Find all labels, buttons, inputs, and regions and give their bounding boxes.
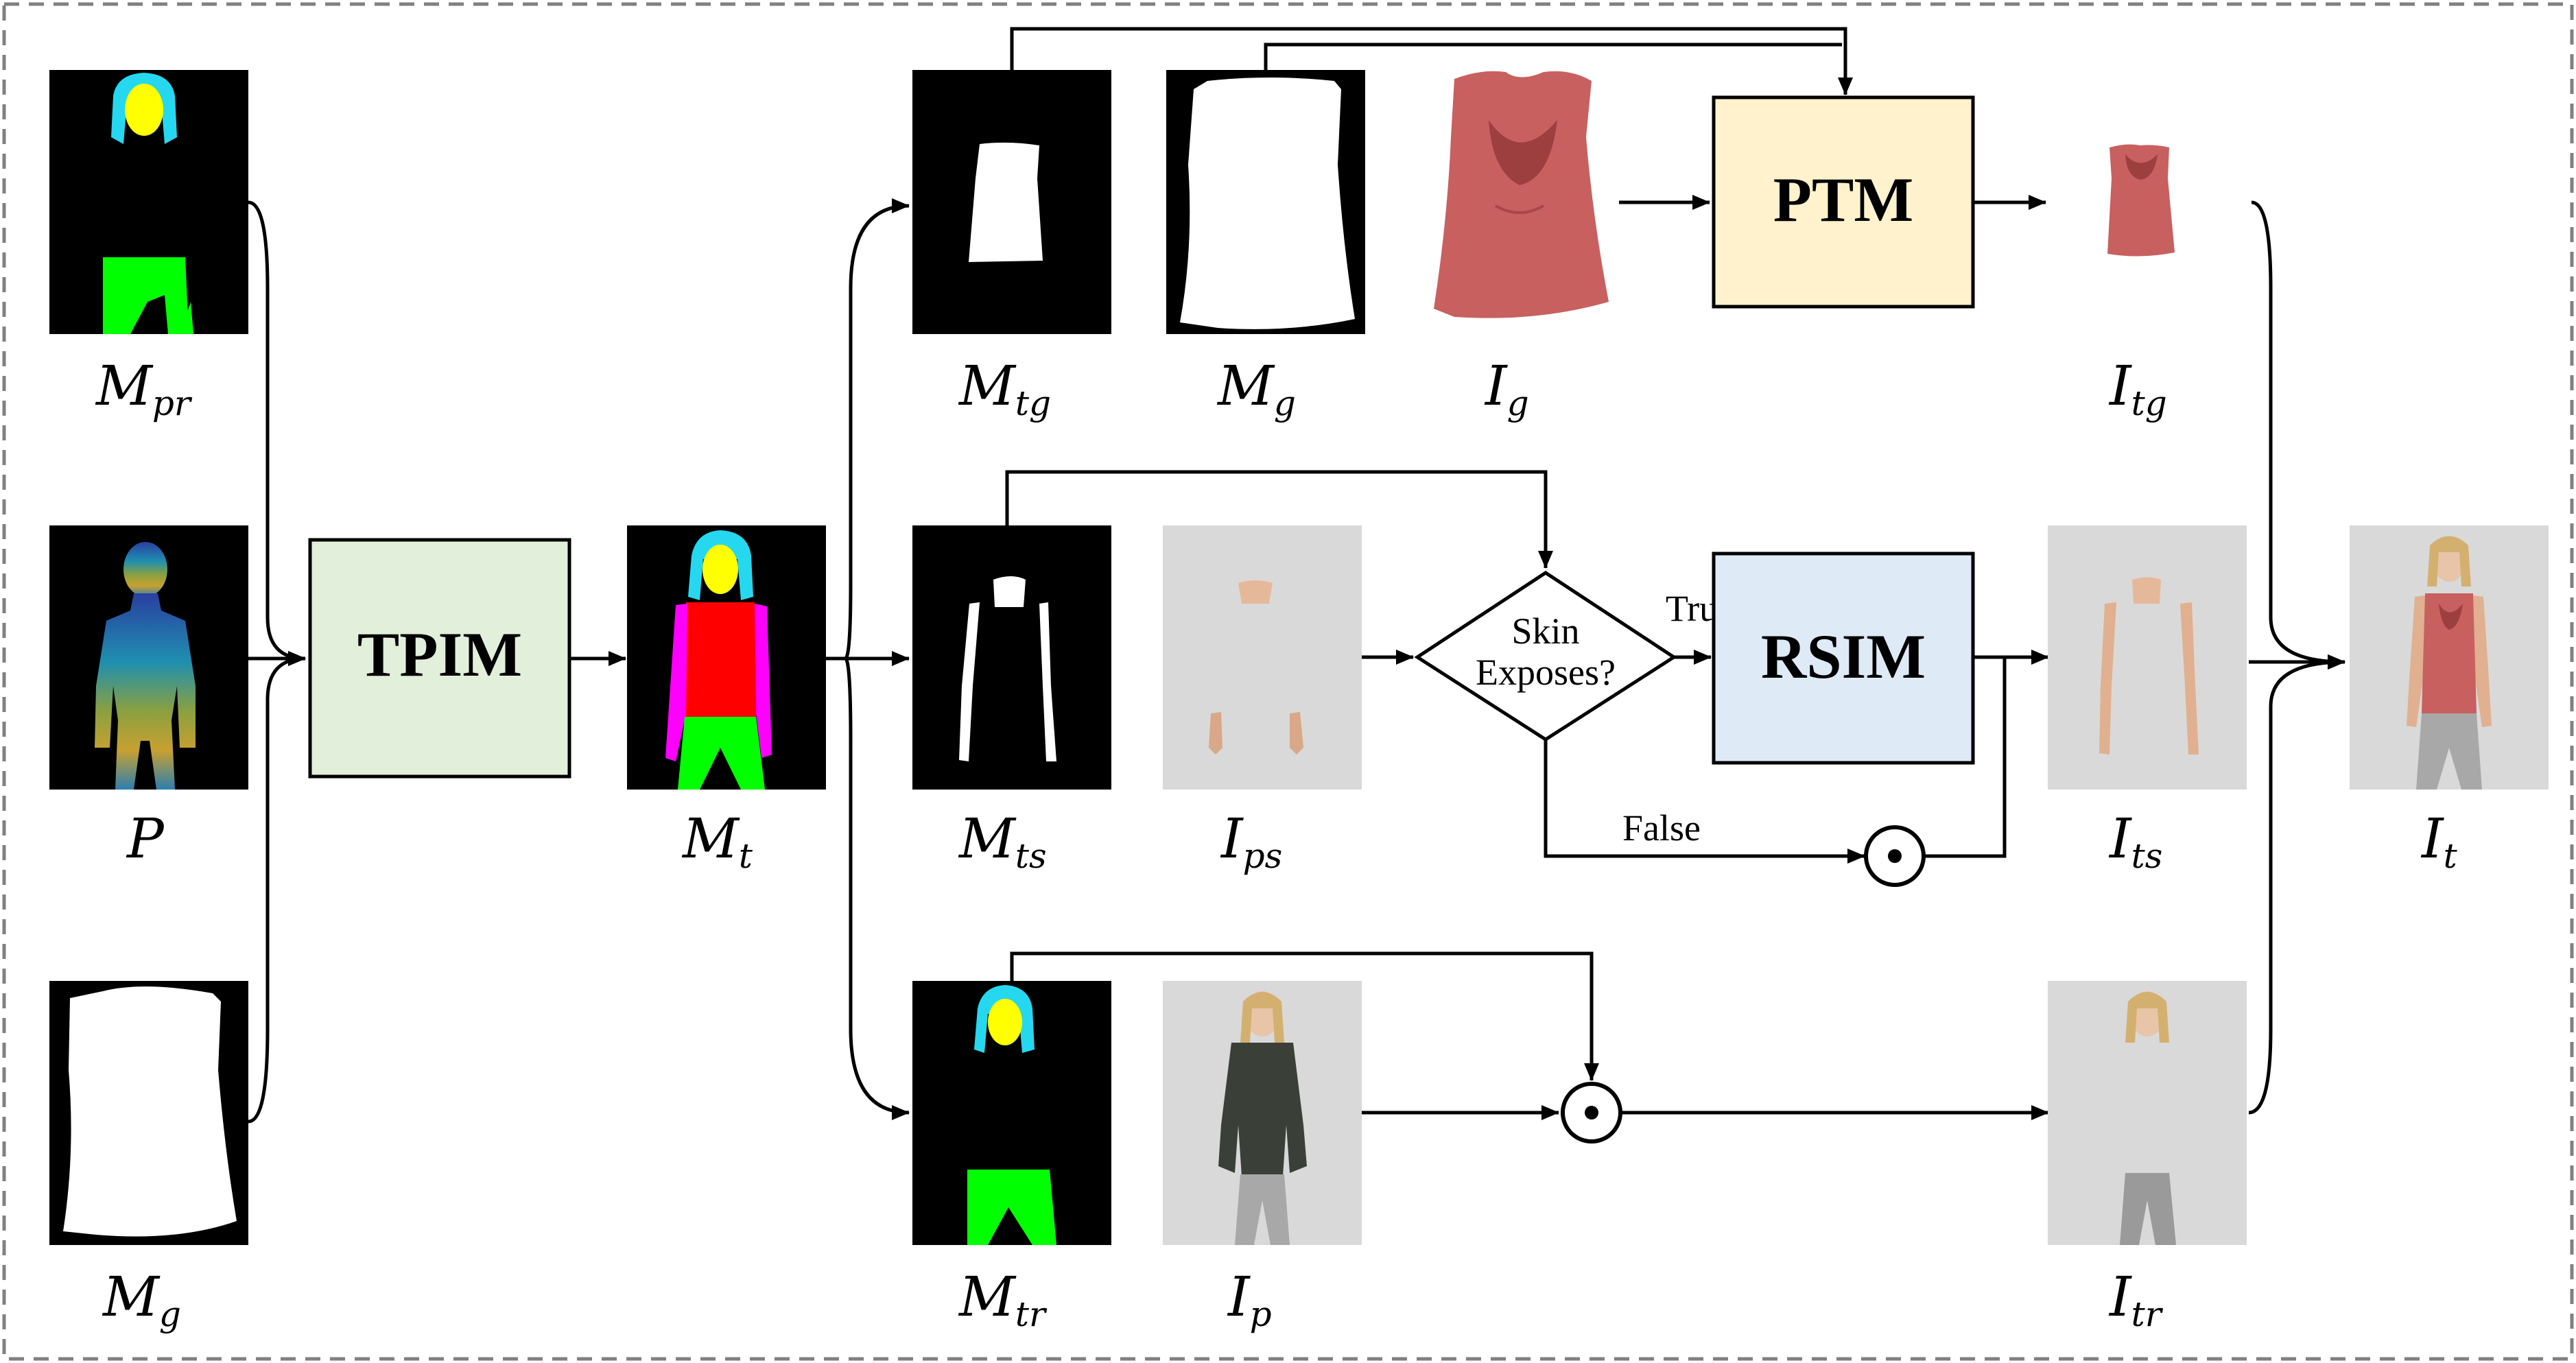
- edge-m-t-to-m-tg: [844, 198, 910, 661]
- image-m-pr: [49, 70, 248, 334]
- label-i-ps: Ips: [1220, 807, 1282, 876]
- image-m-t: [627, 525, 826, 790]
- rsim-label: RSIM: [1761, 621, 1926, 691]
- label-m-pr: Mpr: [95, 354, 193, 423]
- image-pose: [49, 525, 248, 790]
- edge-operator-to-i-ts: [1924, 657, 2007, 858]
- label-i-ts: Its: [2108, 807, 2162, 876]
- edge-m-tg-to-ptm: [1010, 27, 1853, 95]
- image-i-p: [1163, 981, 1362, 1245]
- decision-text-line2: Exposes?: [1476, 652, 1616, 693]
- label-m-ts: Mts: [958, 807, 1047, 876]
- image-m-tr: [912, 981, 1111, 1245]
- edge-i-tr-to-i-t: [2248, 654, 2345, 1115]
- elementwise-product-operator-mid: [1864, 825, 1926, 887]
- edge-m-ts-to-decision: [1005, 470, 1553, 569]
- image-m-g-left: [49, 981, 248, 1245]
- image-i-tg: [2107, 144, 2175, 257]
- decision-text-line1: Skin: [1511, 611, 1579, 652]
- label-m-tr: Mtr: [958, 1265, 1048, 1334]
- tpim-label: TPIM: [357, 619, 522, 689]
- edge-i-tg-to-i-t: [2251, 200, 2345, 669]
- image-i-tr: [2048, 981, 2247, 1245]
- image-i-ps: [1163, 525, 1362, 790]
- label-i-tr: Itr: [2108, 1265, 2164, 1334]
- label-i-p: Ip: [1227, 1265, 1272, 1334]
- elementwise-product-operator-bottom: [1561, 1082, 1622, 1143]
- image-i-ts: [2048, 525, 2247, 790]
- ptm-module: [1712, 95, 1975, 309]
- label-i-t: It: [2420, 807, 2458, 876]
- ptm-label: PTM: [1773, 165, 1913, 235]
- edge-m-g-to-tpim: [248, 651, 306, 1124]
- label-i-tg: Itg: [2108, 354, 2167, 423]
- label-i-g: Ig: [1484, 354, 1529, 423]
- label-m-g-top: Mg: [1216, 354, 1296, 423]
- image-m-tg: [912, 70, 1111, 334]
- label-m-t: Mt: [681, 807, 753, 876]
- edge-m-g-to-ptm: [1264, 43, 1842, 70]
- edge-m-tr-to-operator: [1010, 951, 1599, 1081]
- edge-decision-false: [1544, 739, 1865, 864]
- image-i-t: [2350, 525, 2549, 790]
- edge-m-pr-to-tpim: [248, 200, 306, 666]
- label-m-g-left: Mg: [102, 1265, 181, 1334]
- image-i-g: [1434, 71, 1609, 318]
- tpim-module: [308, 538, 571, 779]
- false-label: False: [1622, 807, 1701, 849]
- image-m-g-top: [1166, 70, 1365, 334]
- image-m-ts: [912, 525, 1111, 790]
- label-p: P: [126, 807, 165, 870]
- edge-m-t-to-m-tr: [844, 656, 910, 1120]
- label-m-tg: Mtg: [958, 354, 1051, 423]
